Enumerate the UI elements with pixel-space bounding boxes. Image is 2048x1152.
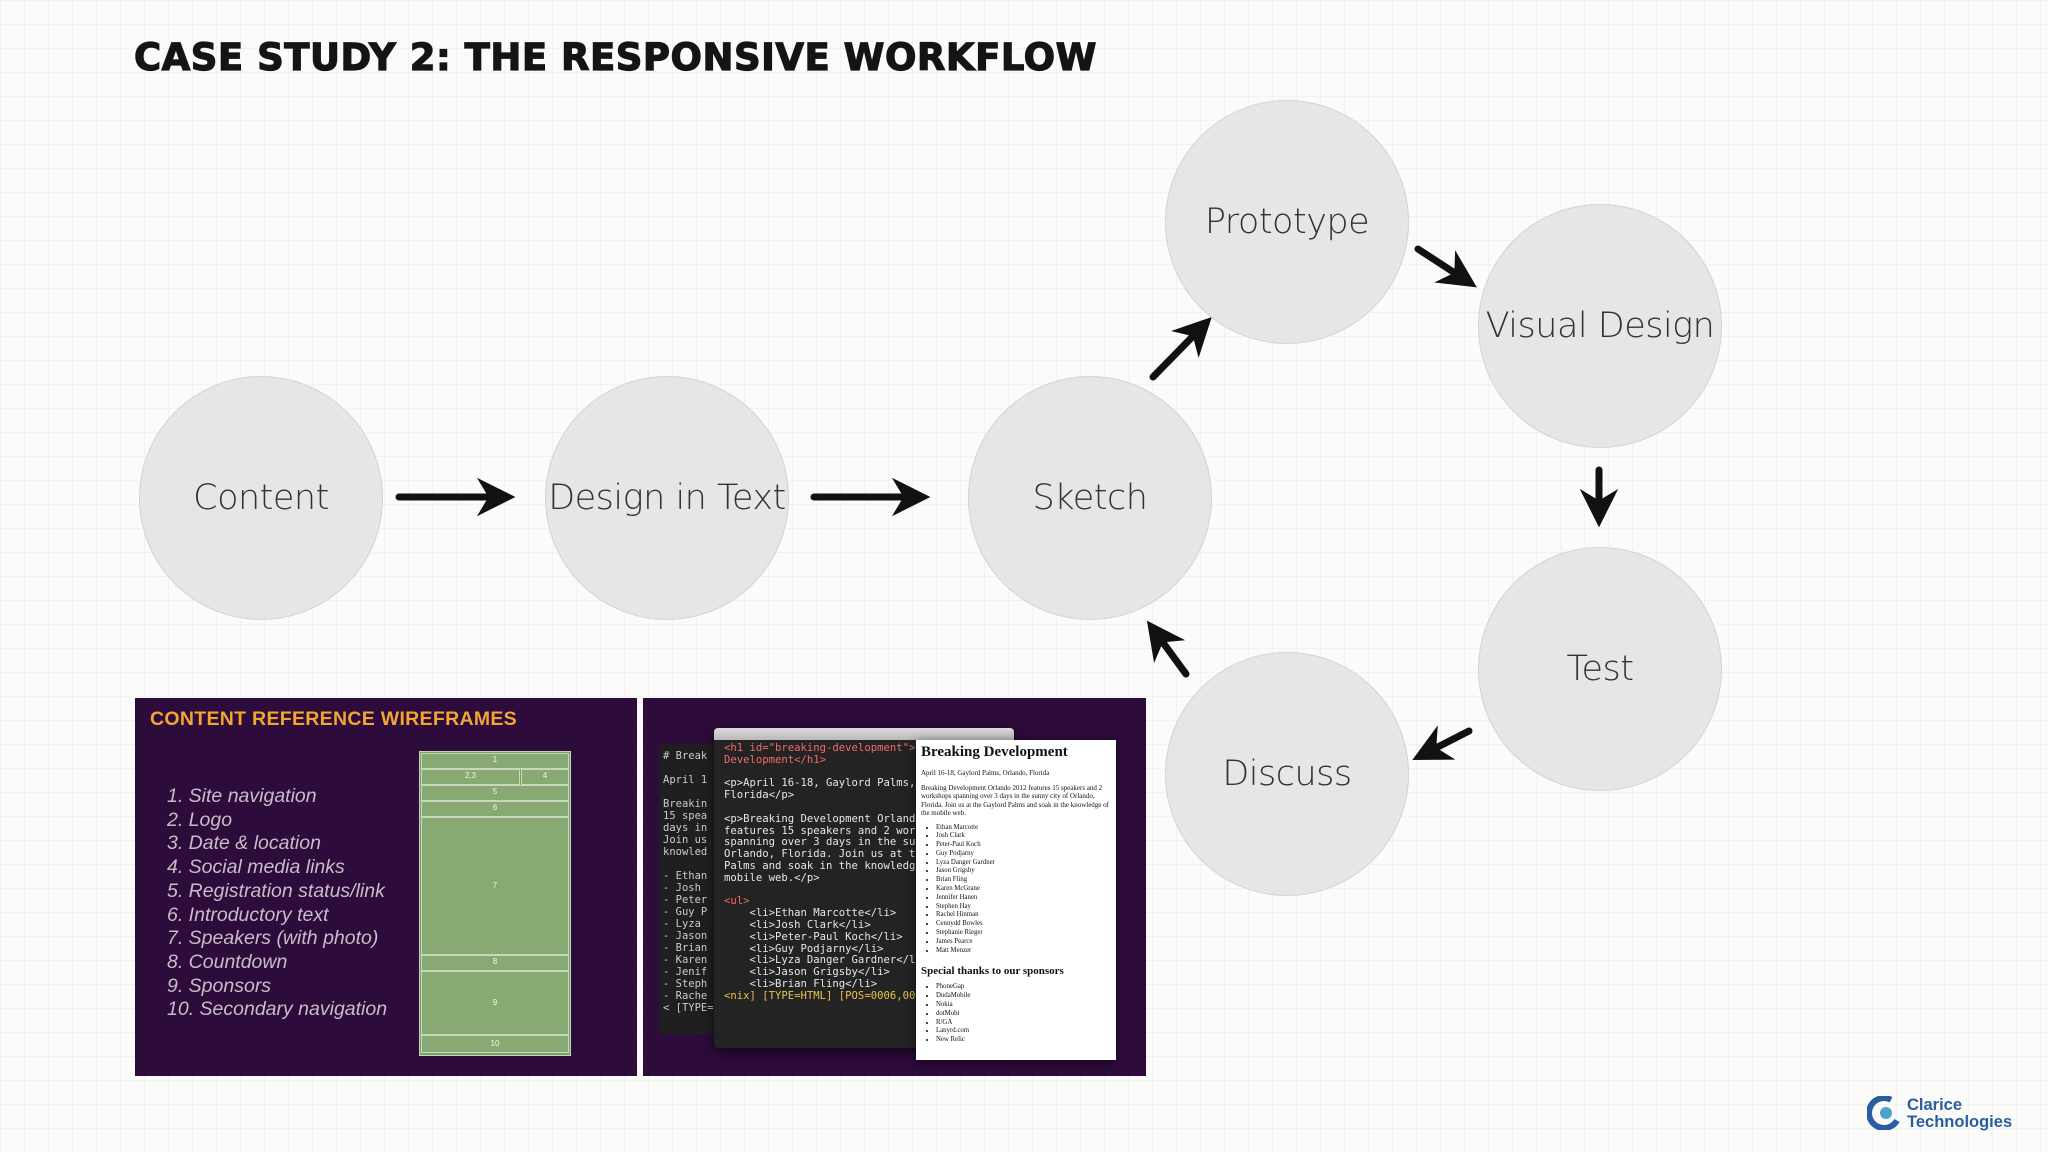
content-reference-wireframes-panel: CONTENT REFERENCE WIREFRAMES 1. Site nav… bbox=[135, 698, 637, 1076]
list-item: Karen McGrane bbox=[936, 885, 1116, 894]
design-in-text-screenshot-panel: # Break April 1 Breakin 15 spea days in … bbox=[643, 698, 1146, 1076]
list-item: Guy Podjarny bbox=[936, 850, 1116, 859]
terminal-line: <li>Peter-Paul Koch</li> bbox=[749, 930, 903, 943]
wireframe-mockup: 1 2,3 4 5 6 7 8 9 10 bbox=[419, 751, 571, 1056]
browser-preview: Breaking Development April 16-18, Gaylor… bbox=[916, 740, 1116, 1060]
browser-heading: Breaking Development bbox=[921, 744, 1068, 760]
browser-speakers-list: Ethan MarcotteJosh ClarkPeter-Paul KochG… bbox=[936, 824, 1116, 956]
list-item: 6. Introductory text bbox=[167, 903, 329, 926]
wireframe-block: 9 bbox=[421, 971, 569, 1035]
wireframes-title: CONTENT REFERENCE WIREFRAMES bbox=[150, 708, 517, 730]
list-item: Lyza Danger Gardner bbox=[936, 859, 1116, 868]
terminal-line: <h1 id="breaking-development">Breaking bbox=[724, 742, 967, 754]
browser-date: April 16-18, Gaylord Palms, Orlando, Flo… bbox=[921, 769, 1050, 777]
clarice-logo: Clarice Technologies bbox=[1867, 1094, 2027, 1134]
node-test: Test bbox=[1478, 547, 1722, 791]
node-visual-design: Visual Design bbox=[1478, 204, 1722, 448]
list-item: Nokia bbox=[936, 1001, 1116, 1010]
node-design-in-text: Design in Text bbox=[545, 376, 789, 620]
node-content: Content bbox=[139, 376, 383, 620]
slide-title: CASE STUDY 2: THE RESPONSIVE WORKFLOW bbox=[133, 35, 1097, 79]
wireframes-list: 1. Site navigation 2. Logo 3. Date & loc… bbox=[167, 785, 387, 1022]
wireframe-block: 10 bbox=[421, 1035, 569, 1053]
list-item: 1. Site navigation bbox=[167, 785, 317, 807]
list-item: Lanyrd.com bbox=[936, 1027, 1116, 1036]
arrow-prototype-to-visual-design bbox=[1414, 245, 1477, 288]
arrow-test-to-discuss bbox=[1412, 725, 1473, 761]
terminal-line: <ul> bbox=[724, 895, 750, 908]
list-item: Stephanie Rieger bbox=[936, 929, 1116, 938]
terminal-line: <li>Ethan Marcotte</li> bbox=[749, 907, 897, 920]
list-item: DudaMobile bbox=[936, 992, 1116, 1001]
clarice-logo-icon bbox=[1867, 1096, 1901, 1130]
list-item: Peter-Paul Koch bbox=[936, 841, 1116, 850]
wireframe-block: 2,3 bbox=[421, 769, 520, 785]
wireframe-block: 8 bbox=[421, 955, 569, 971]
browser-intro: Breaking Development Orlando 2012 featur… bbox=[921, 783, 1109, 818]
list-item: 3. Date & location bbox=[167, 832, 321, 855]
arrow-discuss-to-sketch bbox=[1146, 620, 1190, 678]
terminal-window-back: # Break April 1 Breakin 15 spea days in … bbox=[659, 744, 720, 1034]
logo-line1: Clarice bbox=[1907, 1096, 1963, 1114]
list-item: 5. Registration status/link bbox=[167, 879, 385, 902]
node-discuss: Discuss bbox=[1165, 652, 1409, 896]
list-item: dotMobi bbox=[936, 1010, 1116, 1019]
arrow-sketch-to-prototype bbox=[1149, 316, 1212, 381]
terminal-line: <li>Lyza Danger Gardner</li> bbox=[749, 954, 929, 967]
list-item: New Relic bbox=[936, 1036, 1116, 1045]
list-item: Brian Fling bbox=[936, 876, 1116, 885]
list-item: Cennydd Bowles bbox=[936, 920, 1116, 929]
terminal-line: <li>Jason Grigsby</li> bbox=[749, 966, 890, 979]
node-sketch: Sketch bbox=[968, 376, 1212, 620]
list-item: Matt Menzer bbox=[936, 947, 1116, 956]
node-prototype: Prototype bbox=[1165, 100, 1409, 344]
terminal-back-text: # Break April 1 Breakin 15 spea days in … bbox=[663, 750, 720, 1014]
wireframe-block: 7 bbox=[421, 817, 569, 955]
wireframe-block: 1 bbox=[421, 753, 569, 769]
browser-sponsors-heading: Special thanks to our sponsors bbox=[921, 965, 1064, 978]
terminal-title-bar bbox=[714, 728, 1014, 740]
terminal-line: <li>Guy Podjarny</li> bbox=[749, 942, 884, 955]
list-item: 8. Countdown bbox=[167, 950, 288, 973]
terminal-line: Development</h1> bbox=[724, 753, 827, 766]
terminal-line: <li>Josh Clark</li> bbox=[749, 918, 871, 931]
list-item: 7. Speakers (with photo) bbox=[167, 927, 379, 950]
browser-sponsors-list: PhoneGapDudaMobileNokiadotMobiR/GALanyrd… bbox=[936, 983, 1116, 1045]
terminal-line: <li>Brian Fling</li> bbox=[749, 977, 878, 990]
list-item: Jason Grigsby bbox=[936, 867, 1116, 876]
list-item: 9. Sponsors bbox=[167, 974, 272, 997]
logo-line2: Technologies bbox=[1907, 1113, 2013, 1131]
terminal-line: mobile web.</p> bbox=[724, 871, 820, 884]
terminal-line: <nix] [TYPE=HTML] [POS=0006,0044] bbox=[724, 989, 935, 1002]
list-item: Jennifer Hanen bbox=[936, 894, 1116, 903]
list-item: Josh Clark bbox=[936, 832, 1116, 841]
list-item: PhoneGap bbox=[936, 983, 1116, 992]
list-item: James Pearce bbox=[936, 938, 1116, 947]
wireframe-block: 4 bbox=[521, 769, 569, 785]
list-item: Rachel Hinman bbox=[936, 911, 1116, 920]
list-item: 4. Social media links bbox=[167, 856, 345, 879]
list-item: Stephen Hay bbox=[936, 903, 1116, 912]
wireframe-block: 6 bbox=[421, 801, 569, 817]
list-item: R/GA bbox=[936, 1019, 1116, 1028]
list-item: Ethan Marcotte bbox=[936, 824, 1116, 833]
wireframe-block: 5 bbox=[421, 785, 569, 801]
logo-text: Clarice Technologies bbox=[1907, 1097, 2012, 1131]
terminal-line: Florida</p> bbox=[724, 789, 795, 802]
list-item: 2. Logo bbox=[167, 808, 233, 831]
list-item: 10. Secondary navigation bbox=[167, 998, 388, 1021]
